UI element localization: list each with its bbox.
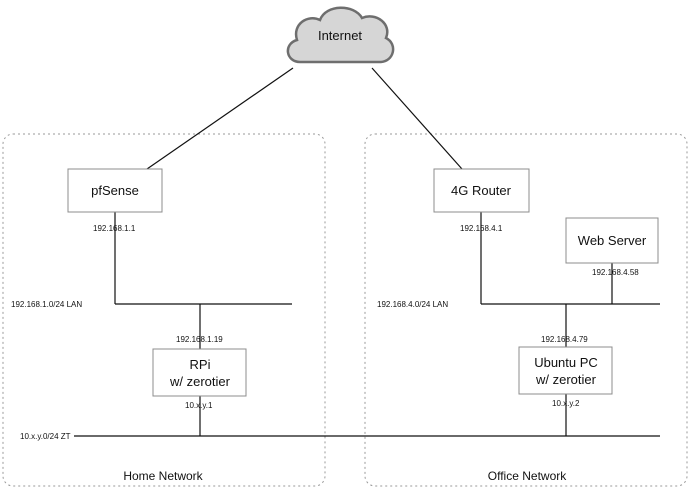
link-internet-4g-router	[371, 67, 463, 170]
web-server-label: Web Server	[578, 233, 647, 248]
rpi-label-line2: w/ zerotier	[169, 374, 231, 389]
rpi-box	[152, 348, 247, 397]
zerotier-label: 10.x.y.0/24 ZT	[20, 432, 71, 441]
pfsense-box	[67, 168, 163, 213]
internet-cloud-icon	[286, 6, 395, 64]
ubuntu-box	[518, 346, 613, 395]
home-network-zone	[2, 133, 326, 487]
ubuntu-zt-ip: 10.x.y.2	[552, 399, 580, 408]
home-lan-label: 192.168.1.0/24 LAN	[11, 300, 82, 309]
rpi-zt-ip: 10.x.y.1	[185, 401, 213, 410]
ubuntu-label-line2: w/ zerotier	[535, 372, 597, 387]
pfsense-ip: 192.168.1.1	[93, 224, 136, 233]
office-network-zone	[364, 133, 688, 487]
ubuntu-label-line1: Ubuntu PC	[534, 355, 598, 370]
rpi-lan-ip: 192.168.1.19	[176, 335, 223, 344]
office-network-label: Office Network	[488, 469, 567, 483]
4g-router-box	[433, 168, 530, 213]
home-network-label: Home Network	[123, 469, 203, 483]
rpi-label-line1: RPi	[190, 357, 211, 372]
ubuntu-lan-ip: 192.168.4.79	[541, 335, 588, 344]
internet-label: Internet	[318, 28, 362, 43]
link-internet-pfsense	[146, 67, 294, 170]
web-server-ip: 192.168.4.58	[592, 268, 639, 277]
4g-router-label: 4G Router	[451, 183, 512, 198]
office-lan-label: 192.168.4.0/24 LAN	[377, 300, 448, 309]
web-server-box	[565, 217, 659, 264]
pfsense-label: pfSense	[91, 183, 139, 198]
4g-router-ip: 192.168.4.1	[460, 224, 503, 233]
